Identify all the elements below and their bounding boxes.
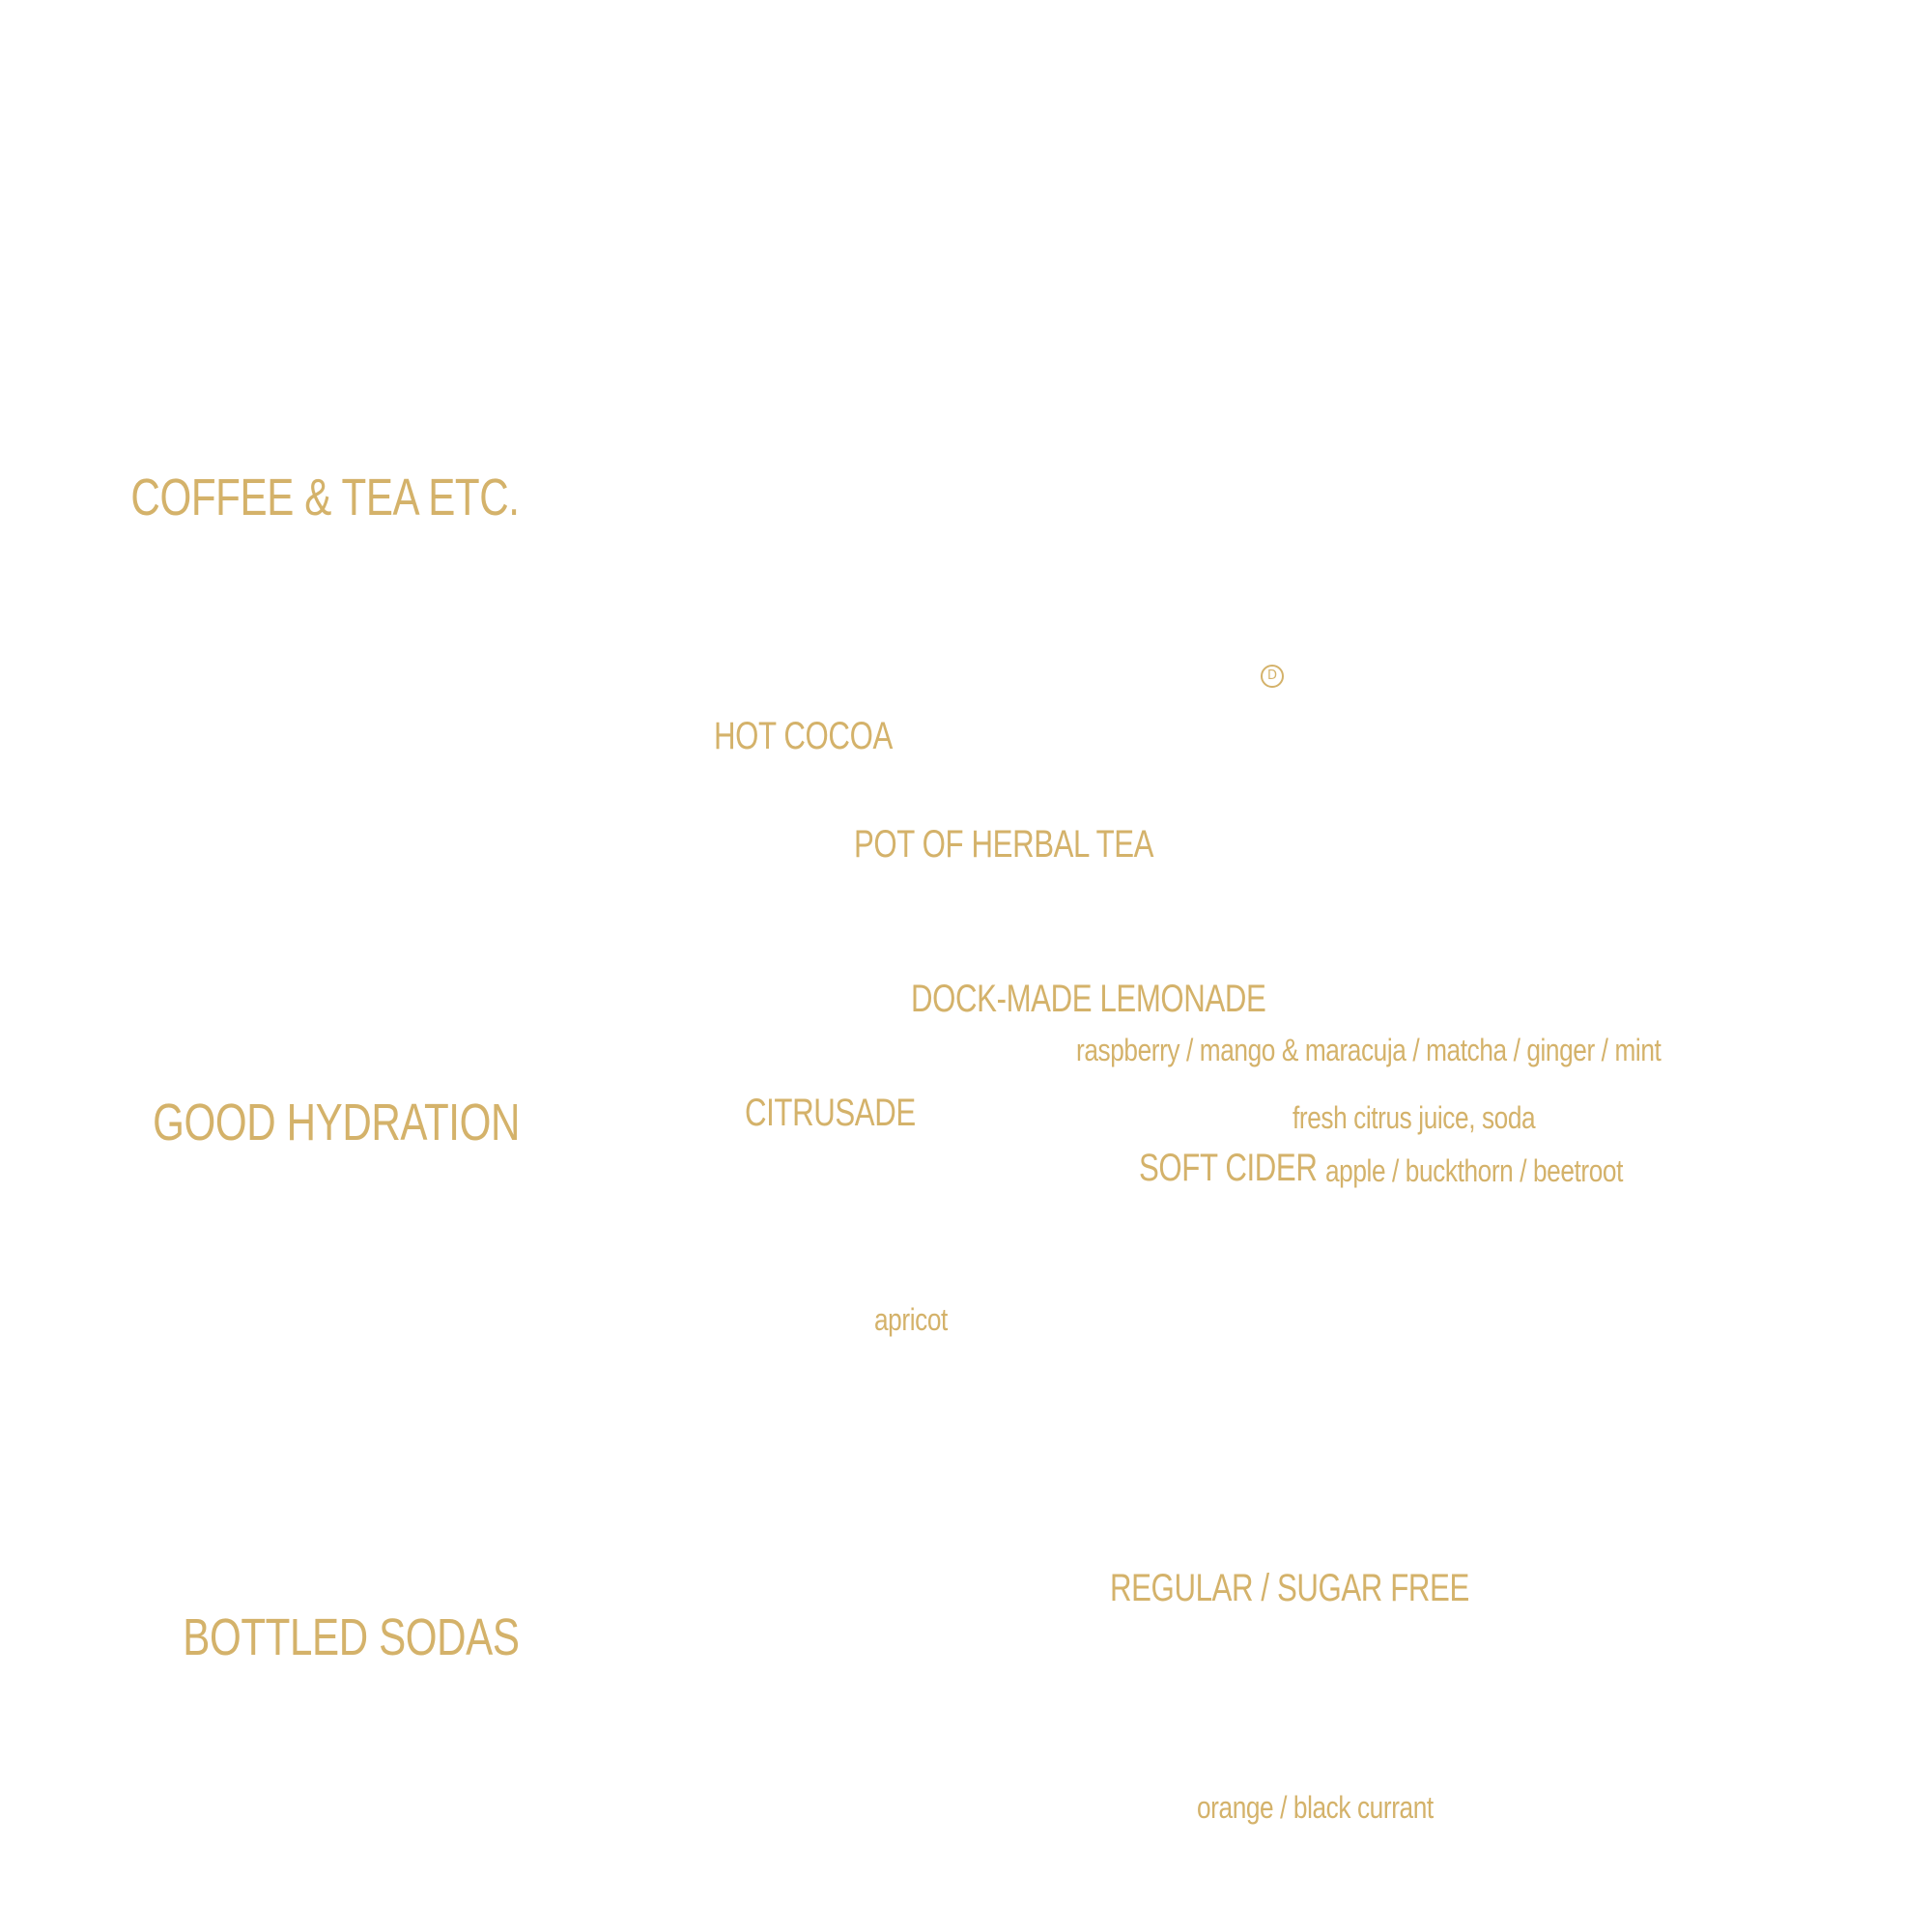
menu-item-pot-of-herbal-tea: POT OF HERBAL TEA: [854, 823, 1154, 866]
menu-item-citrusade: CITRUSADE: [745, 1092, 916, 1134]
dairy-badge-icon: D: [1261, 665, 1284, 688]
section-heading-bottled-sodas: BOTTLED SODAS: [183, 1608, 521, 1666]
menu-item-apricot-option: apricot: [874, 1302, 948, 1337]
menu-item-regular-sugar-free: REGULAR / SUGAR FREE: [1110, 1567, 1469, 1609]
section-heading-coffee-tea: COFFEE & TEA ETC.: [130, 469, 521, 526]
menu-item-soda-flavors: orange / black currant: [1197, 1790, 1434, 1825]
menu-item-dock-made-lemonade: DOCK-MADE LEMONADE: [911, 978, 1266, 1020]
menu-item-soft-cider: SOFT CIDER: [1139, 1147, 1318, 1189]
menu-item-soft-cider-flavors: apple / buckthorn / beetroot: [1325, 1153, 1623, 1188]
menu-item-hot-cocoa: HOT COCOA: [714, 715, 893, 757]
section-heading-good-hydration: GOOD HYDRATION: [153, 1094, 520, 1151]
menu-item-lemonade-flavors: raspberry / mango & maracuja / matcha / …: [1076, 1033, 1662, 1067]
menu-item-citrusade-description: fresh citrus juice, soda: [1293, 1100, 1536, 1135]
